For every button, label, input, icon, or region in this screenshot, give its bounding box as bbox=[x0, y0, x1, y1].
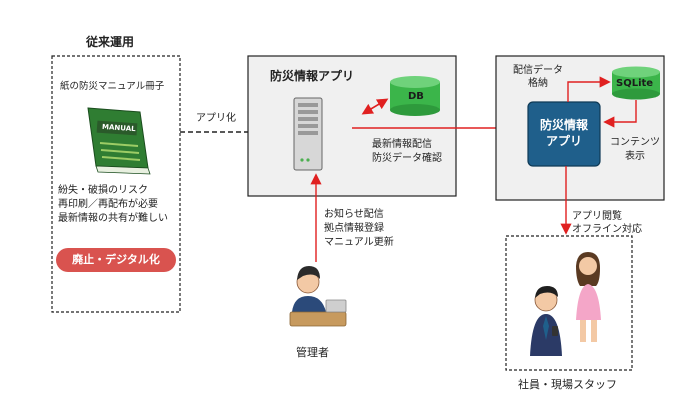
admin-action-1: お知らせ配信 bbox=[324, 209, 384, 220]
store-label-1: 配信データ bbox=[513, 65, 563, 76]
db-label: DB bbox=[408, 91, 424, 102]
staff-access-1: アプリ閲覧 bbox=[572, 211, 622, 222]
staff-box bbox=[505, 235, 633, 371]
app-block bbox=[527, 101, 601, 167]
sync-label-2: 防災データ確認 bbox=[372, 153, 442, 164]
staff-woman-icon bbox=[576, 252, 601, 342]
store-arrow bbox=[567, 76, 611, 102]
risk-line-3: 最新情報の共有が難しい bbox=[58, 213, 168, 224]
risk-line-2: 再印刷／再配布が必要 bbox=[58, 199, 158, 210]
legacy-title: 従来運用 bbox=[86, 35, 135, 49]
staff-man-icon bbox=[530, 286, 562, 356]
admin-label: 管理者 bbox=[296, 346, 329, 359]
server-title: 防災情報アプリ bbox=[270, 69, 355, 83]
risk-line-1: 紛失・破損のリスク bbox=[58, 185, 148, 196]
app-label-2: アプリ bbox=[545, 134, 582, 148]
db-cylinder-icon bbox=[390, 76, 440, 116]
legacy-box bbox=[51, 55, 181, 313]
appify-label: アプリ化 bbox=[196, 113, 236, 124]
display-label-1: コンテンツ bbox=[610, 137, 660, 148]
display-arrow bbox=[603, 100, 637, 128]
sqlite-label: SQLite bbox=[616, 78, 654, 89]
deprecate-badge: 廃止・デジタル化 bbox=[56, 248, 176, 272]
staff-access-2: オフライン対応 bbox=[572, 224, 642, 235]
app-label-1: 防災情報 bbox=[539, 118, 588, 132]
manual-label: MANUAL bbox=[101, 122, 136, 134]
admin-action-2: 拠点情報登録 bbox=[324, 223, 384, 234]
db-link-arrow-back bbox=[361, 100, 385, 115]
sqlite-cylinder-icon bbox=[612, 66, 660, 100]
sync-label-1: 最新情報配信 bbox=[372, 139, 432, 150]
manual-book-icon bbox=[87, 107, 151, 175]
booklet-caption: 紙の防災マニュアル冊子 bbox=[60, 81, 165, 92]
server-tower-icon bbox=[293, 97, 323, 171]
admin-person-icon bbox=[289, 266, 347, 327]
admin-action-3: マニュアル更新 bbox=[324, 237, 394, 248]
store-label-2: 格納 bbox=[528, 78, 548, 89]
staff-label: 社員・現場スタッフ bbox=[518, 378, 617, 391]
display-label-2: 表示 bbox=[625, 151, 645, 162]
